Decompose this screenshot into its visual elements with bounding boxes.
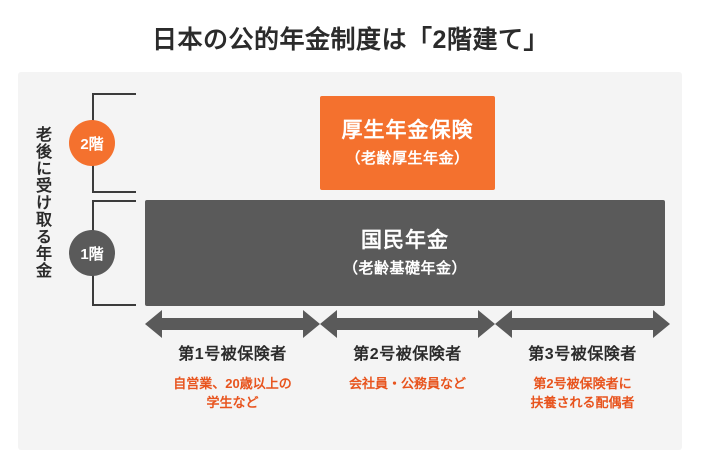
floor-badge-1: 1階 bbox=[69, 230, 115, 276]
insured-group-1-desc: 自営業、20歳以上の 学生など bbox=[173, 375, 292, 410]
insured-group-1-title: 第1号被保険者 bbox=[178, 346, 287, 363]
insured-group-3: 第3号被保険者 第2号被保険者に 扶養される配偶者 bbox=[495, 345, 670, 412]
tier-1-sub: （老齢基礎年金） bbox=[342, 260, 467, 278]
insured-group-2: 第2号被保険者 会社員・公務員など bbox=[320, 345, 495, 394]
insured-group-3-desc: 第2号被保険者に 扶養される配偶者 bbox=[530, 375, 635, 410]
page-title: 日本の公的年金制度は「2階建て」 bbox=[152, 26, 549, 54]
tier-2-sub: （老齢厚生年金） bbox=[345, 150, 470, 168]
tier-box-kosei-nenkin: 厚生年金保険 （老齢厚生年金） bbox=[320, 96, 495, 190]
tier-1-name: 国民年金 bbox=[361, 228, 449, 252]
arrow-segment-1 bbox=[145, 310, 320, 338]
tier-2-name: 厚生年金保険 bbox=[341, 118, 474, 142]
arrow-segment-2 bbox=[320, 310, 495, 338]
floor-badge-2: 2階 bbox=[69, 120, 115, 166]
insured-group-2-desc: 会社員・公務員など bbox=[348, 375, 466, 391]
insured-group-1: 第1号被保険者 自営業、20歳以上の 学生など bbox=[145, 345, 320, 412]
tier-box-kokumin-nenkin: 国民年金 （老齢基礎年金） bbox=[145, 200, 665, 306]
arrow-segment-3 bbox=[495, 310, 670, 338]
insured-group-2-title: 第2号被保険者 bbox=[353, 346, 462, 363]
side-caption-label: 老後に受け取る年金 bbox=[33, 126, 50, 279]
insured-group-3-title: 第3号被保険者 bbox=[528, 346, 637, 363]
